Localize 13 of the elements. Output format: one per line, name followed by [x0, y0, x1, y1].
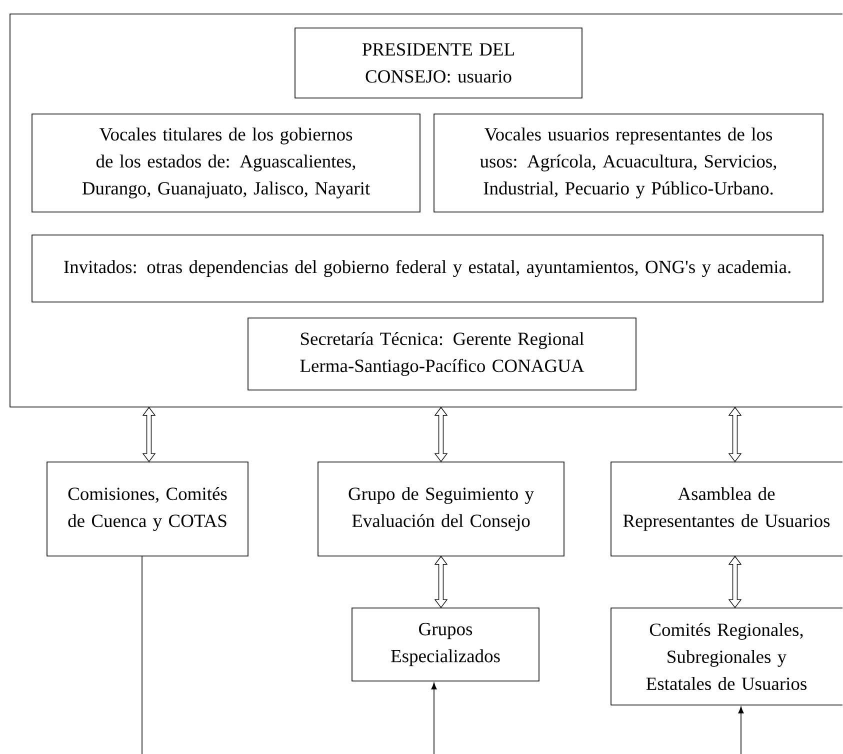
council-frame: [10, 14, 842, 408]
arrow: [431, 682, 437, 754]
council-member-box: Vocales usuarios representantes de los usos: Agrícola, Acuacultura, Servicios, Industrial, Pecuario y Público-Urbano.: [434, 114, 824, 212]
org-box: Asamblea de Representantes de Usuarios: [610, 462, 842, 556]
council-member-box: Secretaría Técnica: Gerente Regional Lerma-Santiago-Pacífico CONAGUA: [248, 318, 636, 390]
org-box: Comités Regionales, Subregionales y Estatales de Usuarios: [610, 608, 842, 706]
council-member-box: Vocales titulares de los gobiernos de los estados de: Aguascalientes, Durango, Guanajuato, Jalisco, Nayarit: [32, 114, 420, 212]
org-box: Grupo de Seguimiento y Evaluación del Consejo: [318, 462, 564, 556]
council-member-box: PRESIDENTE DEL CONSEJO: usuario: [294, 28, 582, 98]
org-box: Comisiones, Comités de Cuenca y COTAS: [46, 462, 248, 556]
arrow: [738, 706, 744, 754]
org-box: Grupos Especializados: [352, 608, 540, 682]
council-member-box: Invitados: otras dependencias del gobierno federal y estatal, ayuntamientos, ONG's y academia.: [32, 234, 824, 302]
